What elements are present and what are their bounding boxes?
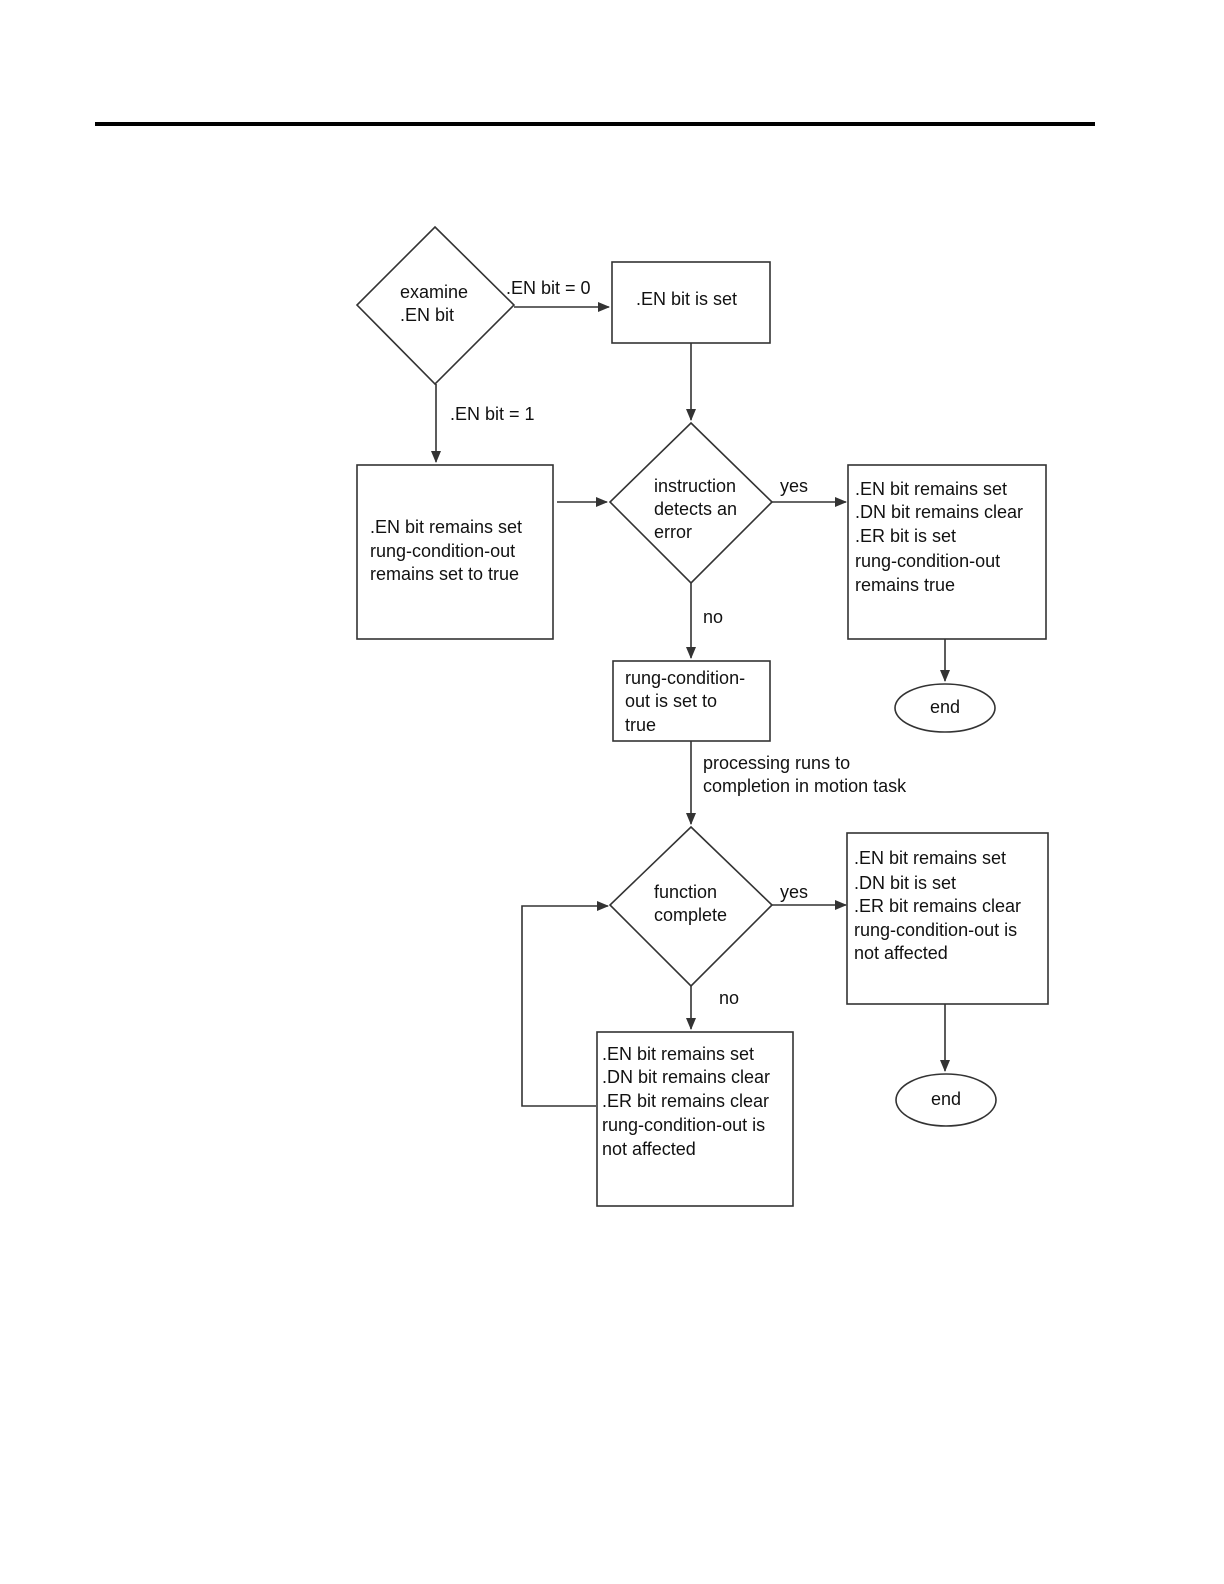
node-text-line: not affected bbox=[854, 943, 948, 963]
label-error-yes: yes bbox=[780, 476, 808, 496]
node-text-line: .ER bit remains clear bbox=[854, 896, 1021, 916]
node-text-line: .DN bit remains clear bbox=[855, 502, 1023, 522]
node-text-line: .EN bit is set bbox=[636, 289, 737, 309]
decision-diamond bbox=[608, 825, 774, 988]
label-en-bit-1: .EN bit = 1 bbox=[450, 404, 535, 424]
process-box bbox=[596, 1031, 794, 1207]
arrow-loop-back bbox=[521, 901, 609, 1107]
node-text-line: rung-condition-out bbox=[855, 551, 1000, 571]
process-en-bit-set: .EN bit is set bbox=[611, 261, 771, 344]
decision-detects-error: instruction detects an error bbox=[608, 421, 774, 585]
node-text-line: .EN bit bbox=[400, 305, 454, 325]
node-text-line: .EN bit remains set bbox=[602, 1044, 754, 1064]
node-text-line: rung-condition-out is bbox=[854, 920, 1017, 940]
terminator-end-2: end bbox=[895, 1073, 997, 1127]
node-text-line: error bbox=[654, 522, 692, 542]
node-text-line: rung-condition- bbox=[625, 668, 745, 688]
decision-diamond bbox=[355, 225, 516, 386]
node-text-line: .ER bit is set bbox=[855, 526, 956, 546]
process-box bbox=[846, 832, 1049, 1005]
node-text-line: true bbox=[625, 715, 656, 735]
node-text-line: not affected bbox=[602, 1139, 696, 1159]
node-text-line: .DN bit is set bbox=[854, 873, 956, 893]
process-error-result: .EN bit remains set .DN bit remains clea… bbox=[847, 464, 1047, 640]
terminator-ellipse bbox=[894, 683, 996, 733]
label-processing-line: completion in motion task bbox=[703, 776, 907, 796]
top-rule bbox=[95, 122, 1095, 126]
node-text-line: .EN bit remains set bbox=[854, 848, 1006, 868]
decision-function-complete: function complete bbox=[608, 825, 774, 988]
process-rung-set-true: rung-condition- out is set to true bbox=[612, 660, 771, 742]
terminator-end-1: end bbox=[894, 683, 996, 733]
decision-examine-en-bit: examine .EN bit bbox=[355, 225, 516, 386]
node-text-line: .EN bit remains set bbox=[370, 517, 522, 537]
label-en-bit-0: .EN bit = 0 bbox=[506, 278, 591, 298]
process-box bbox=[356, 464, 554, 640]
terminator-ellipse bbox=[895, 1073, 997, 1127]
node-text-line: end bbox=[931, 1089, 961, 1109]
label-complete-no: no bbox=[719, 988, 739, 1008]
node-text-line: rung-condition-out bbox=[370, 541, 515, 561]
label-processing-line: processing runs to bbox=[703, 753, 850, 773]
node-text-line: complete bbox=[654, 905, 727, 925]
node-text-line: remains set to true bbox=[370, 564, 519, 584]
process-en-remains-set: .EN bit remains set rung-condition-out r… bbox=[356, 464, 554, 640]
label-complete-yes: yes bbox=[780, 882, 808, 902]
node-text-line: end bbox=[930, 697, 960, 717]
process-box bbox=[612, 660, 771, 742]
process-box bbox=[847, 464, 1047, 640]
node-text-line: .EN bit remains set bbox=[855, 479, 1007, 499]
node-text-line: rung-condition-out is bbox=[602, 1115, 765, 1135]
decision-diamond bbox=[608, 421, 774, 585]
connectors bbox=[431, 302, 950, 1107]
process-complete-result: .EN bit remains set .DN bit is set .ER b… bbox=[846, 832, 1049, 1005]
node-text-line: instruction bbox=[654, 476, 736, 496]
node-text-line: detects an bbox=[654, 499, 737, 519]
node-text-line: .ER bit remains clear bbox=[602, 1091, 769, 1111]
node-text-line: out is set to bbox=[625, 691, 717, 711]
node-text-line: remains true bbox=[855, 575, 955, 595]
process-incomplete-result: .EN bit remains set .DN bit remains clea… bbox=[596, 1031, 794, 1207]
node-text-line: examine bbox=[400, 282, 468, 302]
label-error-no: no bbox=[703, 607, 723, 627]
node-text-line: .DN bit remains clear bbox=[602, 1067, 770, 1087]
process-box bbox=[611, 261, 771, 344]
node-text-line: function bbox=[654, 882, 717, 902]
edge-labels: .EN bit = 0 .EN bit = 1 yes no processin… bbox=[450, 278, 907, 1008]
